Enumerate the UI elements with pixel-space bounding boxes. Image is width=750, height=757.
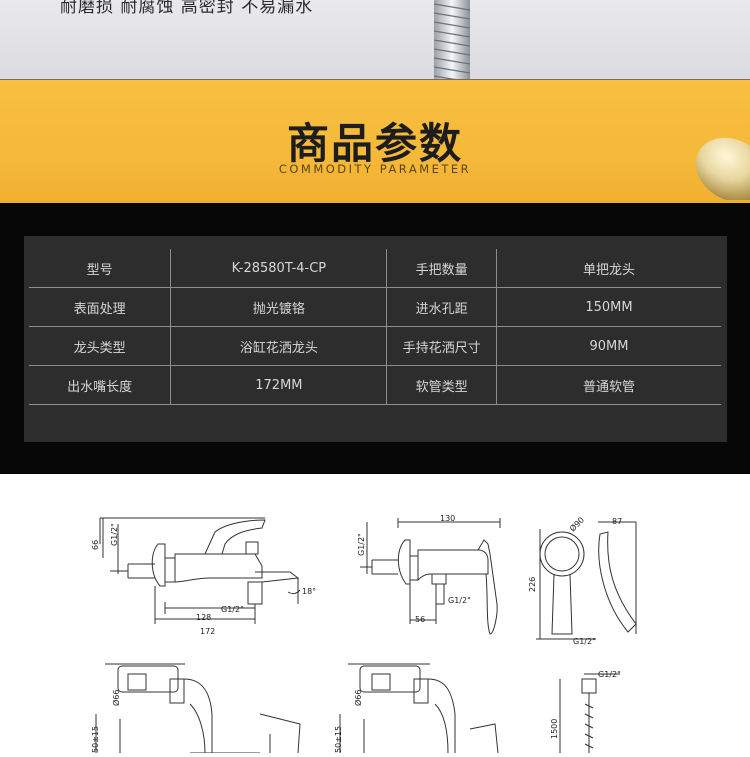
feature-text: 耐磨损 耐腐蚀 高密封 不易漏水 — [60, 0, 314, 17]
dim-label: 172 — [200, 627, 215, 636]
hand-shower-view — [536, 521, 637, 640]
bath-mixer-side-view — [95, 663, 301, 754]
spec-label: 龙头类型 — [29, 326, 172, 366]
spec-label: 进水孔距 — [386, 287, 497, 327]
spec-label: 表面处理 — [29, 287, 172, 327]
dim-label: 87 — [612, 517, 622, 526]
spec-value: 172MM — [170, 365, 388, 405]
spec-table-panel: 型号 K-28580T-4-CP 手把数量 单把龙头 表面处理 抛光镀铬 进水孔… — [24, 236, 727, 442]
dim-label: Ø66 — [353, 690, 363, 706]
spec-label: 手把数量 — [386, 249, 497, 288]
top-banner: 耐磨损 耐腐蚀 高密封 不易漏水 — [0, 0, 750, 79]
spec-value: 浴缸花洒龙头 — [170, 326, 388, 366]
spec-value: 150MM — [496, 287, 721, 327]
section-title: 商品参数 — [286, 119, 463, 168]
spec-label: 手持花洒尺寸 — [386, 326, 497, 366]
spec-value: 普通软管 — [496, 365, 721, 405]
shower-mixer-front-view — [360, 518, 501, 635]
dim-label: 56 — [415, 615, 425, 624]
section-subtitle: COMMODITY PARAMETER — [278, 162, 472, 176]
spec-section: 型号 K-28580T-4-CP 手把数量 单把龙头 表面处理 抛光镀铬 进水孔… — [0, 203, 750, 474]
hose-drawing — [559, 673, 620, 753]
section-header: 商品参数 COMMODITY PARAMETER — [0, 79, 750, 204]
spec-label: 型号 — [29, 249, 172, 288]
hose-image — [433, 0, 471, 79]
dim-label: 1500 — [550, 719, 559, 739]
spec-label: 出水嘴长度 — [29, 365, 172, 405]
dimension-drawing: 66 G1/2" G1/2" 18° 128 172 130 G1/2" G1/… — [91, 514, 637, 754]
dim-label: 50±15 — [334, 726, 343, 753]
dim-label: 130 — [440, 514, 455, 523]
spec-value: 90MM — [496, 326, 721, 366]
dim-label: G1/2" — [598, 670, 621, 679]
spec-value: K-28580T-4-CP — [170, 249, 388, 288]
dim-label: Ø66 — [111, 690, 121, 706]
dim-label: G1/2" — [448, 596, 471, 605]
bath-mixer-front-view — [99, 517, 301, 624]
dim-label: 18° — [302, 587, 316, 596]
table-row: 表面处理 抛光镀铬 进水孔距 150MM — [29, 287, 721, 327]
shower-mixer-side-view — [339, 663, 499, 754]
dim-label: G1/2" — [221, 605, 244, 614]
table-row: 出水嘴长度 172MM 软管类型 普通软管 — [29, 365, 721, 405]
dim-label: 50±15 — [91, 726, 100, 753]
spec-value: 单把龙头 — [496, 249, 721, 288]
technical-drawings: 66 G1/2" G1/2" 18° 128 172 130 G1/2" G1/… — [0, 474, 750, 754]
dim-label: 128 — [196, 613, 211, 622]
spec-value: 抛光镀铬 — [170, 287, 388, 327]
chrome-ball-decoration — [695, 137, 750, 200]
table-row: 型号 K-28580T-4-CP 手把数量 单把龙头 — [29, 249, 721, 288]
spec-table: 型号 K-28580T-4-CP 手把数量 单把龙头 表面处理 抛光镀铬 进水孔… — [29, 249, 721, 405]
dim-label: G1/2" — [357, 533, 366, 556]
dim-label: G1/2" — [573, 637, 596, 646]
dim-label: Ø90 — [567, 515, 586, 534]
spec-label: 软管类型 — [386, 365, 497, 405]
table-row: 龙头类型 浴缸花洒龙头 手持花洒尺寸 90MM — [29, 326, 721, 366]
dim-label: 226 — [528, 577, 537, 592]
dim-label: G1/2" — [110, 523, 119, 546]
dim-label: 66 — [91, 540, 100, 550]
